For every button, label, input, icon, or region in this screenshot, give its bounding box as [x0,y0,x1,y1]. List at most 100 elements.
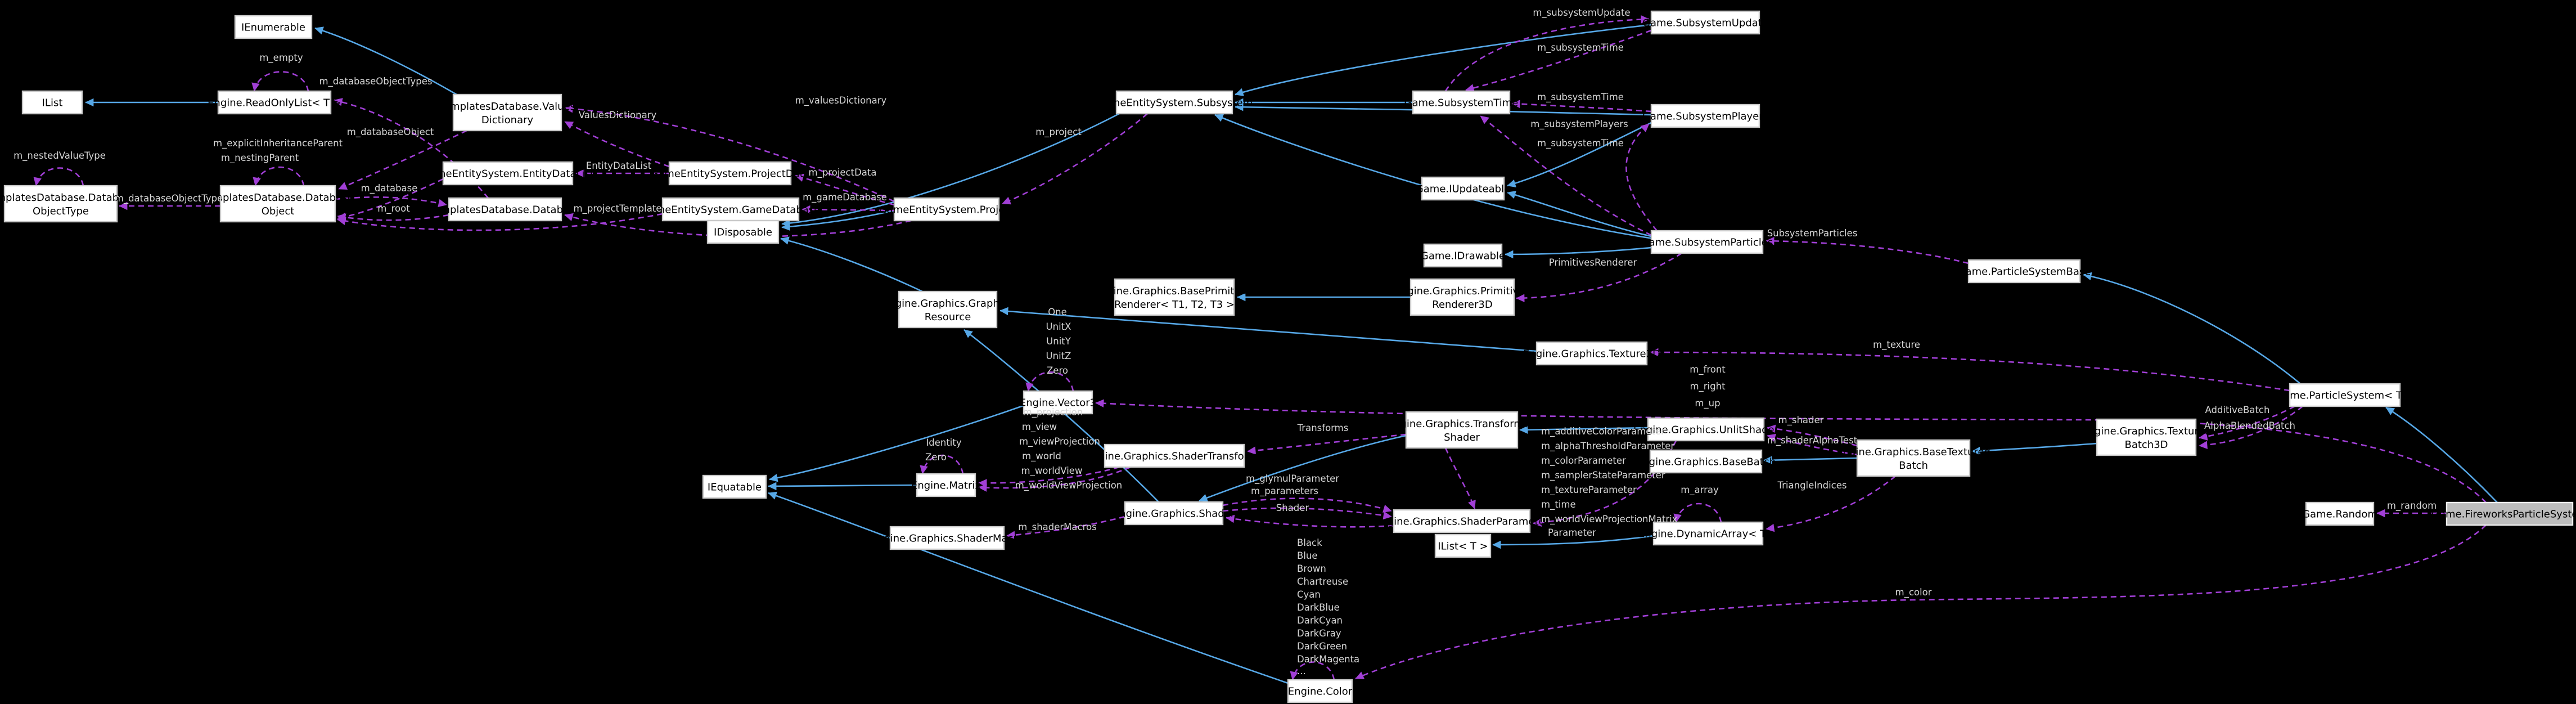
node-readonlylist[interactable]: Engine.ReadOnlyList< T > [208,90,341,115]
edge-transformedshader-to-shadertransforms-54 [1247,433,1407,455]
node-box-idrawable[interactable] [1423,243,1503,268]
node-entitydatalist[interactable]: GameEntitySystem.EntityDataList [422,161,594,186]
node-box-entitydatalist[interactable] [442,161,574,186]
edge-label: Transforms [1297,423,1349,433]
node-subsystemtime[interactable]: Game.SubsystemTime [1404,90,1519,115]
node-shader[interactable]: Engine.Graphics.Shader [1113,501,1235,526]
node-box-subsystem[interactable] [1115,90,1233,115]
node-box-subsystemtime[interactable] [1412,90,1511,115]
edge-vector3-to-vector3-63 [1025,371,1074,392]
node-box-subsystemplayers[interactable] [1650,104,1760,128]
node-box-ilist-t[interactable] [1434,533,1492,558]
node-idrawable[interactable]: Game.IDrawable [1421,243,1505,268]
node-ilist[interactable]: IList [21,90,83,115]
edge-databaseobject-to-databaseobject-28 [253,166,305,186]
node-box-shader[interactable] [1124,501,1224,526]
node-idisposable[interactable]: IDisposable [706,219,780,244]
node-subsystemparticles[interactable]: Game.SubsystemParticles [1641,230,1773,254]
node-valuesdictionary[interactable]: TemplatesDatabase.ValuesDictionary [439,93,575,132]
node-label-dynamicarray: Engine.DynamicArray< T > [1638,528,1778,540]
node-box-shadermacro[interactable] [889,526,1005,550]
node-box-baseprimitivesrenderer[interactable] [1114,278,1235,316]
node-project[interactable]: GameEntitySystem.Project [879,197,1015,222]
node-gamedatabase[interactable]: GameEntitySystem.GameDatabase [641,197,820,222]
node-box-projectdata[interactable] [668,161,792,186]
node-box-graphicsresource[interactable] [898,290,998,329]
edge-project-to-projectdata-37 [795,173,895,206]
node-box-shadertransforms[interactable] [1104,443,1245,468]
edge-vector3-to-iequatable-20 [769,404,1025,482]
node-box-iequatable[interactable] [702,474,767,499]
node-subsystemupdate[interactable]: Game.SubsystemUpdate [1642,10,1768,35]
node-particlesystem[interactable]: Game.ParticleSystem< T > [2276,383,2414,407]
node-box-subsystemupdate[interactable] [1650,10,1760,35]
node-subsystemplayers[interactable]: Game.SubsystemPlayers [1642,104,1768,128]
node-box-databaseobject[interactable] [219,185,336,223]
edge-label: m_worldView [1021,465,1083,477]
node-ienumerable[interactable]: IEnumerable [234,15,313,39]
node-shadermacro[interactable]: Engine.Graphics.ShaderMacro [871,526,1024,550]
node-box-fireworksparticlesystem[interactable] [2446,501,2574,526]
node-box-ilist[interactable] [21,90,83,115]
node-color[interactable]: Engine.Color [1287,679,1353,703]
node-box-database[interactable] [448,197,562,222]
node-iupdateable[interactable]: Game.IUpdateable [1416,176,1510,201]
node-shaderparameter[interactable]: Engine.Graphics.ShaderParameter [1375,509,1550,533]
node-box-basetexturedbatch[interactable] [1856,439,1971,477]
node-box-unlitshader[interactable] [1647,417,1765,442]
node-database[interactable]: TemplatesDatabase.Database [429,197,581,222]
node-unlitshader[interactable]: Engine.Graphics.UnlitShader [1633,417,1779,442]
node-box-texturedbatch3d[interactable] [2096,418,2197,456]
node-box-ienumerable[interactable] [234,15,313,39]
edge-label: m_textureParameter [1541,485,1637,496]
edge-shadertransforms-to-matrix-55 [978,466,1120,487]
edge-particlesystem-to-texture2d-48 [1650,348,2290,392]
node-texture2d[interactable]: Engine.Graphics.Texture2D [1523,341,1660,366]
node-fireworksparticlesystem[interactable]: Game.FireworksParticleSystem [2431,501,2576,526]
node-label-subsystemtime: Game.SubsystemTime [1404,97,1519,109]
node-box-databaseobjecttype[interactable] [3,185,118,223]
node-label-ienumerable: IEnumerable [241,22,305,34]
node-iequatable[interactable]: IEquatable [702,474,767,499]
node-vector3[interactable]: Engine.Vector3 [1020,390,1096,415]
node-box-project[interactable] [893,197,1000,222]
node-box-matrix[interactable] [916,473,976,497]
node-shadertransforms[interactable]: Engine.Graphics.ShaderTransforms [1086,443,1263,468]
node-box-texture2d[interactable] [1535,341,1648,366]
node-box-readonlylist[interactable] [217,90,332,115]
node-box-shaderparameter[interactable] [1393,509,1531,533]
node-projectdata[interactable]: GameEntitySystem.ProjectData [650,161,810,186]
node-box-particlesystem[interactable] [2289,383,2401,407]
node-box-primitivesrenderer3d[interactable] [1409,278,1515,316]
node-box-iupdateable[interactable] [1421,176,1505,201]
node-box-idisposable[interactable] [706,219,780,244]
edge-label: m_root [377,203,410,214]
node-basebatch[interactable]: Engine.Graphics.BaseBatch [1636,449,1776,474]
edge-database-to-databaseobject-32 [337,213,449,222]
node-box-gamedatabase[interactable] [661,197,800,222]
node-ilist-t[interactable]: IList< T > [1434,533,1492,558]
node-matrix[interactable]: Engine.Matrix [911,473,981,497]
node-dynamicarray[interactable]: Engine.DynamicArray< T > [1638,521,1778,546]
node-particlesystembase[interactable]: Game.ParticleSystemBase [1958,259,2091,284]
node-box-random[interactable] [2305,501,2375,526]
node-box-transformedshader[interactable] [1405,411,1519,449]
edge-label: TriangleIndices [1777,480,1847,491]
node-box-vector3[interactable] [1023,390,1093,415]
node-box-subsystemparticles[interactable] [1650,230,1764,254]
node-box-color[interactable] [1287,679,1353,703]
node-baseprimitivesrenderer[interactable]: Engine.Graphics.BasePrimitivesRenderer< … [1094,278,1255,316]
node-box-dynamicarray[interactable] [1652,521,1764,546]
node-subsystem[interactable]: GameEntitySystem.Subsystem [1096,90,1253,115]
node-box-basebatch[interactable] [1649,449,1763,474]
node-box-particlesystembase[interactable] [1967,259,2081,284]
node-box-valuesdictionary[interactable] [452,93,562,132]
node-random[interactable]: Game.Random [2302,501,2377,526]
